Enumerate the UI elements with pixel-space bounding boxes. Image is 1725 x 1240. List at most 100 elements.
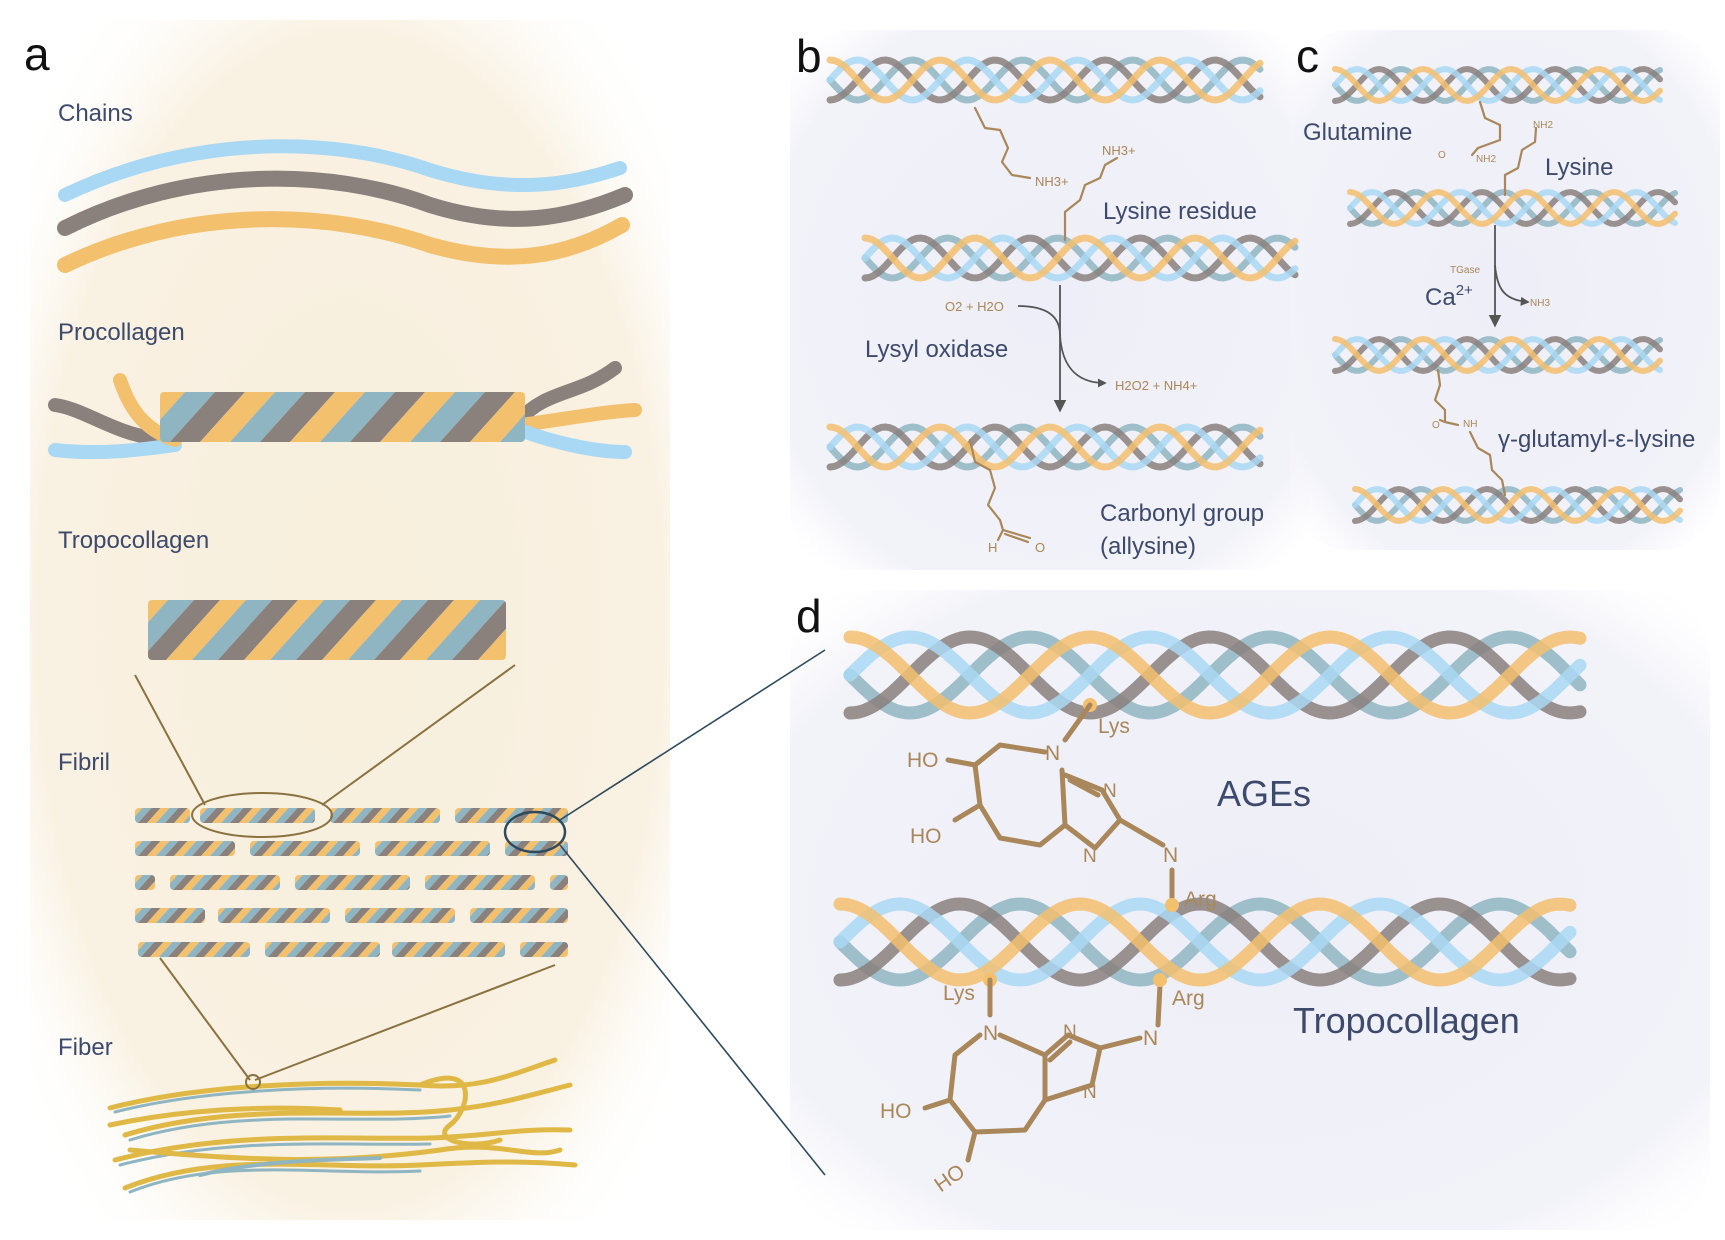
zoom-line-tropo-right — [321, 664, 516, 806]
fibril-segment — [265, 942, 380, 957]
helix-strand — [861, 234, 1299, 282]
isopeptide-o: O — [1432, 420, 1440, 431]
bond — [1097, 1035, 1143, 1051]
arg-label-mid: Arg — [1184, 888, 1217, 911]
ho-label-1: HO — [907, 749, 939, 772]
fiber-strand — [122, 1082, 573, 1138]
fibril-segment — [455, 808, 568, 823]
helix-d-top — [843, 630, 1587, 720]
n-atom: N — [1163, 844, 1178, 867]
calcium-charge: 2+ — [1456, 282, 1473, 299]
panel-b-background — [790, 30, 1310, 570]
procollagen-orange-tail-right — [513, 403, 642, 432]
procollagen-gray-tail-right — [513, 361, 622, 427]
bond — [952, 802, 983, 823]
glutamine-nh2: NH2 — [1476, 154, 1496, 165]
nh3-curve-c — [1494, 264, 1530, 306]
helix-strand — [1332, 65, 1663, 105]
helix-strand — [843, 630, 1587, 720]
label-tropocollagen-a: Tropocollagen — [58, 527, 209, 554]
azepine-ring-lower — [947, 1032, 1048, 1135]
helix-strand — [826, 56, 1264, 104]
label-procollagen: Procollagen — [58, 319, 185, 346]
fibril-segment — [375, 841, 490, 856]
procollagen-blue-tail-right — [513, 423, 632, 459]
allysine-side-chain — [968, 438, 1005, 532]
nh3-middle: NH3+ — [1102, 143, 1136, 158]
isopeptide-chain-upper — [1433, 368, 1460, 427]
fiber-strand — [107, 1105, 343, 1128]
age-crosslink-upper: Lys N HO HO N N N Arg — [907, 698, 1217, 912]
helix-d-bottom — [833, 897, 1577, 987]
fiber-strand — [113, 1086, 422, 1114]
chain-orange — [57, 211, 630, 273]
helix-c-middle — [1347, 188, 1678, 228]
glutamine-carbonyl — [1470, 146, 1480, 157]
n-atom: N — [983, 1022, 998, 1045]
fibril-segment — [392, 942, 505, 957]
nh3-released: NH3 — [1530, 298, 1550, 309]
helix-strand — [843, 630, 1587, 720]
bond — [945, 757, 978, 768]
helix-strand — [1332, 335, 1663, 375]
fiber-strand — [198, 1156, 382, 1177]
fibril-segment — [295, 875, 410, 890]
label-lysine-residue: Lysine residue — [1103, 198, 1257, 225]
helix-strand — [826, 423, 1264, 471]
calcium-label: Ca2+ — [1425, 282, 1473, 311]
fiber-strand — [112, 1127, 573, 1163]
n-atom: N — [1045, 742, 1060, 765]
fibril-segment — [135, 875, 155, 890]
fibril-segment — [135, 908, 205, 923]
lys-label-top: Lys — [1098, 715, 1130, 738]
fiber-strand — [128, 1114, 452, 1142]
n-atom: N — [1063, 1022, 1077, 1043]
arg-attachment-mid — [1165, 898, 1179, 912]
aldehyde-bond-co — [1001, 528, 1032, 540]
label-lysyl-oxidase: Lysyl oxidase — [865, 336, 1008, 363]
label-fiber: Fiber — [58, 1034, 113, 1061]
panel-letter-a: a — [24, 28, 50, 80]
lysine-side-chain-c — [1503, 126, 1538, 197]
label-ages: AGEs — [1217, 773, 1311, 814]
bond — [922, 1097, 953, 1111]
helix-strand — [861, 234, 1299, 282]
bond — [1062, 702, 1093, 743]
tropocollagen-braid — [148, 600, 506, 660]
bond — [1047, 1039, 1073, 1063]
tgase-label: TGase — [1450, 265, 1480, 276]
aldehyde-h: H — [988, 540, 997, 555]
helix-b-middle — [861, 234, 1299, 282]
helix-c-bottom — [1352, 485, 1683, 525]
tropocollagen-illustration — [148, 600, 506, 660]
procollagen-braid — [160, 392, 525, 442]
isopeptide-chain-lower — [1468, 430, 1507, 497]
panel-letter-c: c — [1296, 30, 1319, 82]
fibril-highlight-ellipse — [191, 792, 333, 838]
fibril-segment — [200, 808, 315, 823]
panel-c: c Glutamine O NH2 NH2 Lysine TGase Ca2+ … — [1296, 30, 1695, 525]
helix-c-lower — [1332, 335, 1663, 375]
nh3-top: NH3+ — [1035, 174, 1069, 189]
label-chains: Chains — [58, 100, 133, 127]
fiber-strand — [417, 1075, 503, 1147]
reagents-b: O2 + H2O — [945, 299, 1004, 314]
lysine-side-chain-middle — [1063, 156, 1119, 242]
n-atom: N — [1083, 1082, 1097, 1103]
n-atom: N — [1103, 781, 1117, 802]
azepine-ring — [972, 742, 1068, 848]
fiber-illustration — [107, 1057, 578, 1194]
fibril-segment — [345, 908, 455, 923]
helix-strand — [1332, 65, 1663, 105]
fiber-strand — [107, 1057, 558, 1111]
fiber-strand — [118, 1142, 432, 1167]
fibril-segment — [135, 841, 235, 856]
helix-strand — [1332, 335, 1663, 375]
label-gamma-glutamyl-lysine: γ-glutamyl-ε-lysine — [1498, 426, 1695, 453]
chains-illustration — [57, 139, 633, 273]
chain-blue — [58, 139, 627, 202]
helix-strand — [1352, 485, 1683, 525]
label-carbonyl-group: Carbonyl group — [1100, 500, 1264, 527]
fibril-segment — [470, 908, 568, 923]
